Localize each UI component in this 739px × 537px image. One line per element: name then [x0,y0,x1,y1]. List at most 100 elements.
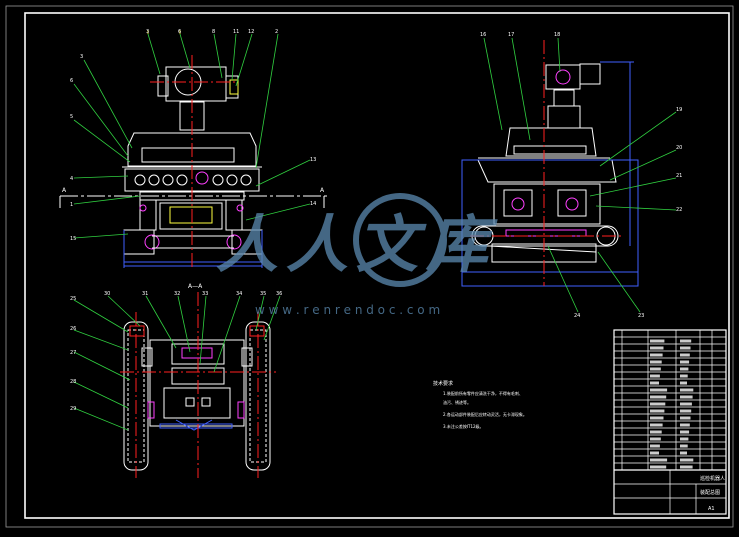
balloon: 4 [70,176,73,182]
front-view-balloons: 3 6 8 11 12 2 3 6 5 4 1 13 14 15 [70,29,316,242]
balloon: 30 [104,291,110,297]
balloon: 6 [70,78,73,84]
parts-cell-text [680,381,687,385]
balloon: 6 [178,29,181,35]
parts-cell-text [650,395,667,399]
balloon: 15 [70,236,76,242]
parts-cell-text [650,416,664,420]
parts-cell-text [650,451,659,455]
balloon: 23 [638,313,644,319]
parts-cell-text [680,353,690,357]
balloon: 12 [248,29,254,35]
balloon: 27 [70,350,76,356]
balloon: 3 [80,54,83,60]
parts-cell-text [650,458,668,462]
parts-cell-text [680,346,691,350]
parts-cell-text [650,444,660,448]
balloon: 33 [202,291,208,297]
parts-cell-text [650,430,662,434]
parts-cell-text [650,339,665,343]
balloon: 36 [276,291,282,297]
parts-cell-text [650,346,664,350]
parts-cell-text [650,381,659,385]
balloon: 21 [676,173,682,179]
sheet-label: A1 [708,506,715,512]
parts-cell-text [680,416,691,420]
balloon: 31 [142,291,148,297]
balloon: 14 [310,201,316,207]
parts-cell-text [650,367,661,371]
parts-cell-text [650,423,663,427]
parts-cell-text [650,360,662,364]
front-view [59,30,328,268]
section-view [73,292,281,478]
balloon: 22 [676,207,682,213]
notes-heading: 技术要求 [433,380,453,387]
parts-cell-text [680,437,689,441]
balloon: 32 [174,291,180,297]
balloon: 25 [70,296,76,302]
note-line: 油污、锈迹等。 [443,399,471,405]
note-line: 3.未注公差按IT12级。 [443,423,484,429]
side-view-balloons: 16 17 18 19 20 21 22 23 24 [480,32,682,319]
parts-cell-text [680,374,688,378]
parts-cell-text [680,409,692,413]
note-line: 2.各运动部件装配后应转动灵活，无卡滞现象。 [443,411,527,417]
outer-frame [5,5,734,528]
parts-cell-text [650,353,663,357]
parts-cell-text [680,360,690,364]
watermark-url: w w w . r e n r e n d o c . c o m [255,303,440,317]
watermark-text: 人人文库 [216,208,498,281]
balloon: 2 [275,29,278,35]
title-block: 巡检机器人 装配总图 A1 [700,475,725,512]
parts-cell-text [650,437,661,441]
parts-cell-text [650,374,660,378]
parts-cell-text [680,402,692,406]
parts-cell-text [680,465,693,469]
balloon: 16 [480,32,486,38]
drawing-name: 巡检机器人 [700,475,725,482]
parts-cell-text [680,430,690,434]
balloon: 24 [574,313,580,319]
technical-notes: 技术要求 1.装配前所有零件应清洗干净，不得有毛刺、 油污、锈迹等。 2.各运动… [433,380,527,429]
parts-list [613,329,727,515]
balloon: 5 [70,114,73,120]
parts-cell-text [680,444,688,448]
watermark: 人人文库 w w w . r e n r e n d o c . c o m [216,193,498,317]
balloon: 34 [236,291,242,297]
parts-cell-text [680,395,693,399]
parts-cell-text [680,339,692,343]
balloon: 18 [554,32,560,38]
parts-cell-text [680,451,687,455]
balloon: 13 [310,157,316,163]
parts-cell-text [680,367,689,371]
balloon: 17 [508,32,514,38]
section-view-title: A—A [188,283,203,290]
drawing-code: 装配总图 [700,489,720,496]
balloon: 20 [676,145,682,151]
section-marker-left: A [62,187,67,194]
parts-cell-text [680,388,694,392]
parts-cell-text [650,388,668,392]
balloon: 29 [70,406,76,412]
side-view [461,37,677,313]
parts-cell-text [680,458,694,462]
balloon: 26 [70,326,76,332]
section-marker-right: A [320,187,325,194]
balloon: 35 [260,291,266,297]
parts-list-fills [650,339,694,469]
watermark-logo-ring [353,193,447,287]
balloon: 19 [676,107,682,113]
balloon: 3 [146,29,149,35]
balloon: 28 [70,379,76,385]
parts-cell-text [650,465,667,469]
parts-cell-text [650,409,665,413]
note-line: 1.装配前所有零件应清洗干净，不得有毛刺、 [443,390,523,396]
balloon: 11 [233,29,239,35]
section-view-balloons: 25 26 27 28 29 30 31 32 33 34 35 36 [70,291,282,412]
balloon: 8 [212,29,215,35]
parts-cell-text [650,402,666,406]
balloon: 1 [70,202,73,208]
